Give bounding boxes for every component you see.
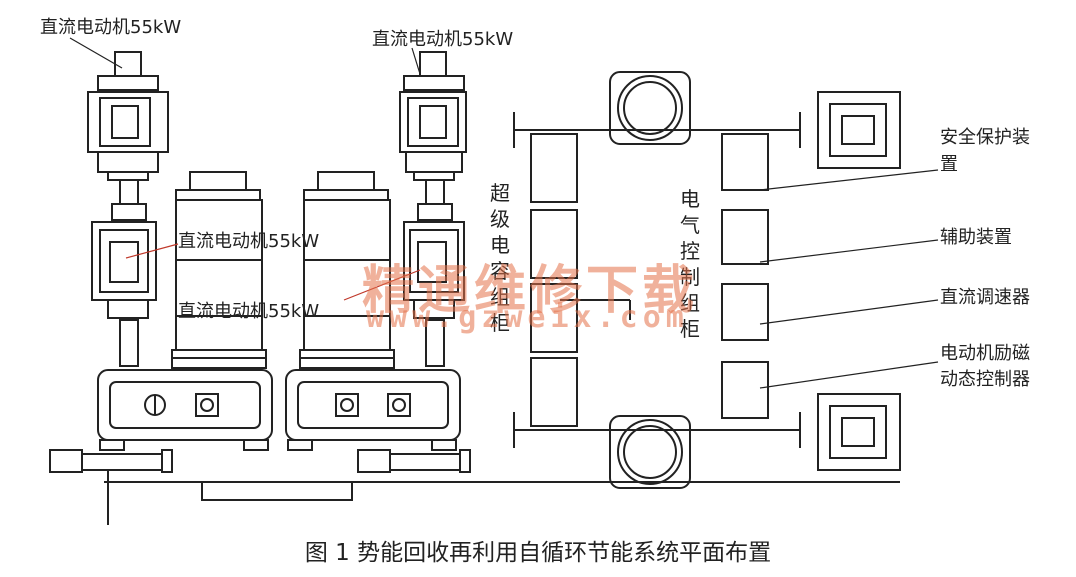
wheel-bottom bbox=[609, 415, 691, 489]
label-supercap-cabinet: 超级电容组柜 bbox=[490, 181, 510, 335]
label-motor-mid-left: 直流电动机55kW bbox=[178, 231, 320, 252]
leader-motor-mid-left bbox=[125, 243, 179, 259]
label-aux-device: 辅助装置 bbox=[940, 227, 1012, 248]
watermark-title: 精通维修下载 bbox=[362, 261, 699, 321]
cart-frame bbox=[513, 112, 801, 448]
motor-mid-left bbox=[91, 203, 157, 319]
coupling-right-2 bbox=[425, 319, 445, 367]
label-exciter-1: 电动机励磁 bbox=[940, 343, 1030, 364]
leader-speed bbox=[759, 299, 939, 325]
drum-left bbox=[171, 171, 267, 369]
control-cabinet-stack bbox=[721, 133, 769, 419]
gearbox-left bbox=[49, 449, 173, 473]
wheel-top bbox=[609, 71, 691, 145]
base-right bbox=[285, 369, 461, 451]
coupling-left-2 bbox=[119, 319, 139, 367]
coupling-right-1 bbox=[425, 179, 445, 205]
label-safety-device: 安全保护装 bbox=[940, 127, 1030, 148]
leader-motor-mid-right bbox=[343, 269, 421, 301]
motor-mid-right bbox=[403, 203, 465, 319]
supercap-cabinet-stack bbox=[530, 133, 631, 427]
motor-top-right bbox=[399, 51, 467, 181]
leader-exciter bbox=[759, 361, 939, 389]
label-motor-top-left: 直流电动机55kW bbox=[40, 17, 182, 38]
drum-right bbox=[299, 171, 395, 369]
label-motor-mid-right: 直流电动机55kW bbox=[178, 301, 320, 322]
label-safety-device-2: 置 bbox=[940, 154, 958, 175]
figure-caption: 图 1 势能回收再利用自循环节能系统平面布置 bbox=[304, 540, 772, 566]
watermark-url: www.gzweix.com bbox=[366, 300, 689, 335]
anchor-top-right bbox=[817, 91, 901, 169]
motor-top-left bbox=[87, 51, 169, 181]
label-exciter-2: 动态控制器 bbox=[940, 369, 1030, 390]
rail-block bbox=[201, 481, 353, 501]
leader-motor-top-left bbox=[69, 37, 123, 69]
leader-aux bbox=[759, 239, 939, 263]
label-dc-speed-regulator: 直流调速器 bbox=[940, 287, 1030, 308]
leader-motor-top-right bbox=[411, 47, 421, 75]
coupling-left-1 bbox=[119, 179, 139, 205]
label-electric-control-cabinet: 电气控制组柜 bbox=[680, 187, 700, 341]
label-motor-top-right: 直流电动机55kW bbox=[372, 29, 514, 50]
leader-safety bbox=[759, 169, 939, 191]
anchor-bottom-right bbox=[817, 393, 901, 471]
gearbox-right bbox=[357, 449, 471, 473]
base-left bbox=[97, 369, 273, 451]
